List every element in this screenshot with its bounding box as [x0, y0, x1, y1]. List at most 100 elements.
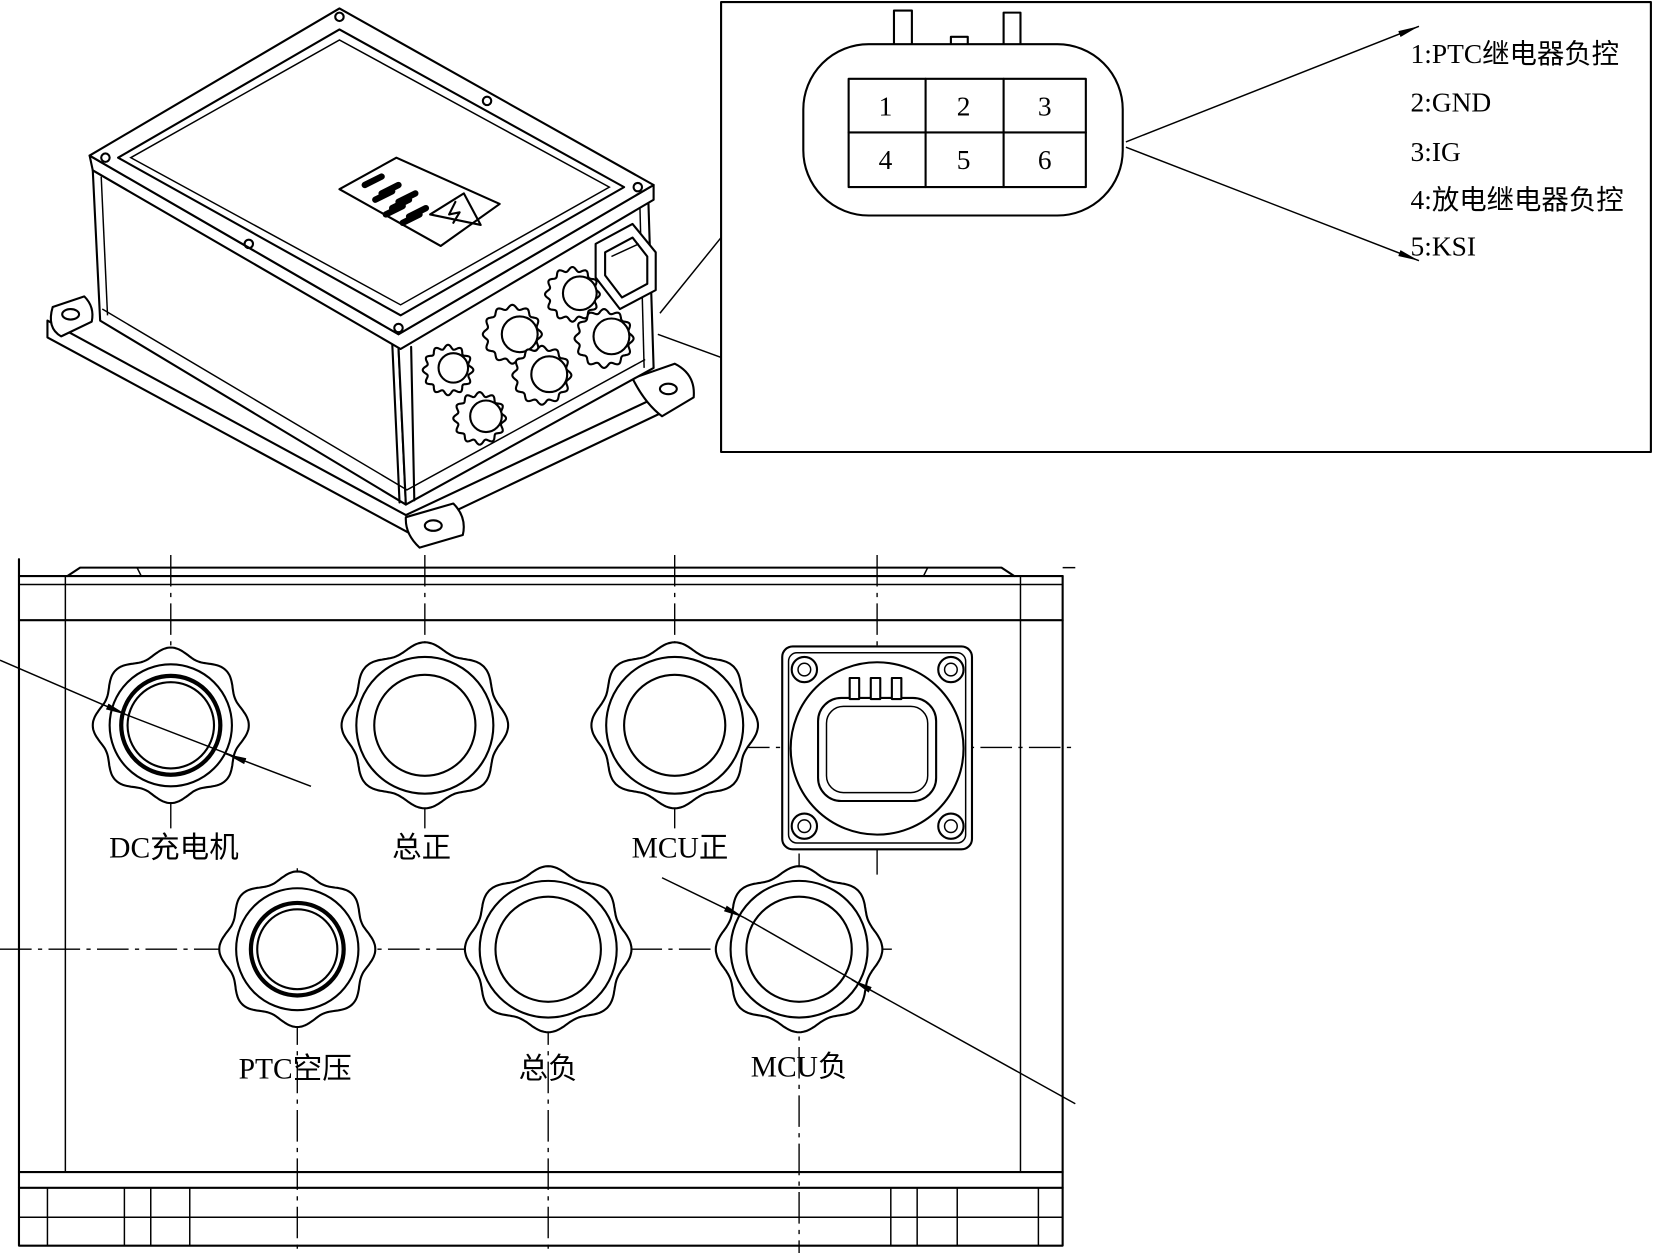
- port-ptc-compressor: [218, 870, 377, 1029]
- lid-screw: [393, 322, 404, 334]
- gland-hole: [494, 895, 602, 1003]
- iso-gland-hole: [469, 399, 503, 434]
- cable-gland-nut: [91, 646, 250, 805]
- iso-signal-connector-housing: [604, 236, 649, 299]
- callout-leader-bottom: [657, 333, 722, 359]
- gland-ring: [478, 879, 618, 1019]
- iso-gland-hole: [592, 317, 631, 356]
- foot-right: [631, 362, 695, 418]
- leader-line: [126, 714, 239, 759]
- leader-line: [851, 979, 1076, 1105]
- lid-screw: [481, 95, 493, 107]
- gland-ring: [235, 887, 360, 1012]
- corner-edge: [410, 345, 416, 502]
- connector-plug: [817, 696, 938, 803]
- connector-callout: 1 2 3 4 5 6 1:PTC继电器负控 2:GND 3:IG 4:放电继电…: [720, 1, 1652, 454]
- gland-hole-inner: [126, 681, 216, 770]
- iso-connectors: [421, 222, 657, 446]
- port-total-positive: [340, 641, 510, 810]
- port-label-dc-charger: DC充电机: [109, 832, 239, 865]
- gland-hole: [119, 673, 223, 777]
- foot-front: [404, 502, 465, 549]
- base-plate-ticks: [46, 1187, 1040, 1246]
- lid-screw: [243, 238, 255, 250]
- foot-hole-front: [423, 519, 443, 532]
- connector-flange-inner: [787, 652, 967, 844]
- port-label-total-negative: 总负: [519, 1053, 578, 1086]
- connector-bore: [789, 661, 965, 836]
- cable-gland-nut: [590, 641, 760, 810]
- gland-ring: [355, 655, 495, 795]
- signal-connector: [781, 645, 974, 851]
- connector-plug-inner: [825, 705, 929, 794]
- foot-hole-left: [61, 307, 81, 321]
- gland-hole: [248, 900, 346, 998]
- port-total-negative: [463, 865, 633, 1034]
- port-dc-charger: [91, 646, 250, 805]
- iso-gland-hole: [500, 315, 539, 354]
- mount-screw-hole: [797, 819, 812, 834]
- lid-profile-tick: [922, 567, 929, 577]
- iso-signal-connector-latch: [611, 243, 640, 258]
- mount-screw: [790, 655, 819, 684]
- pin-function-label: 3:IG: [1411, 137, 1461, 167]
- gland-hole: [623, 673, 727, 777]
- leader-line: [661, 877, 745, 919]
- foot-left: [49, 295, 94, 338]
- bottom-rim: [101, 308, 646, 491]
- cable-gland-nut: [218, 870, 377, 1029]
- leader-line: [0, 659, 127, 716]
- label-bars: [361, 173, 430, 227]
- port-label-mcu-positive: MCU正: [632, 833, 729, 865]
- port-label-mcu-negative: MCU负: [751, 1050, 848, 1083]
- gland-hole: [373, 673, 477, 777]
- connector-pin: [869, 676, 882, 701]
- cable-gland-nut: [340, 641, 510, 810]
- lightning-icon: [448, 200, 461, 224]
- lid-screw: [100, 152, 111, 163]
- pin-function-label: 2:GND: [1411, 87, 1492, 117]
- pin-function-label: 5:KSI: [1411, 231, 1476, 261]
- pin-number: 3: [1038, 92, 1052, 122]
- leader-line: [743, 917, 857, 983]
- port-mcu-positive: [590, 641, 760, 810]
- gland-ring: [108, 663, 233, 788]
- corner-edge: [391, 340, 401, 504]
- iso-gland-hole: [530, 355, 569, 394]
- leader-line: [225, 753, 312, 787]
- pin-function-label: 4:放电继电器负控: [1411, 185, 1624, 215]
- mount-screw: [937, 655, 965, 684]
- gland-hole-inner: [256, 908, 339, 991]
- lid-panel: [117, 28, 626, 317]
- pin-function-arrow: [1125, 146, 1420, 262]
- lid-profile-tick: [136, 567, 142, 577]
- warning-label: [338, 156, 501, 248]
- pin-number: 1: [879, 92, 893, 122]
- callout-leader-top: [659, 237, 722, 314]
- pin-number: 5: [957, 145, 971, 175]
- pin-number: 2: [957, 92, 971, 122]
- cable-gland-nut: [463, 865, 633, 1034]
- front-view: DC充电机 总正 MCU正 PTC空压 总负 MCU负: [0, 555, 1076, 1253]
- gland-ring: [605, 655, 745, 795]
- pin-number: 4: [879, 145, 893, 175]
- section-leader-left: [0, 659, 312, 787]
- lid-screw: [632, 181, 644, 193]
- section-leader-right: [661, 877, 1076, 1105]
- connector-pin: [890, 676, 903, 701]
- mount-screw-hole: [943, 819, 958, 834]
- mount-screw-hole: [943, 662, 958, 677]
- pin-function-label: 1:PTC继电器负控: [1411, 39, 1620, 69]
- foot-hole-right: [658, 382, 678, 396]
- mount-screw: [790, 812, 819, 840]
- port-label-ptc-compressor: PTC空压: [239, 1053, 352, 1086]
- lid-panel-inner: [129, 39, 611, 306]
- lid-screw: [334, 11, 345, 23]
- mount-screw-hole: [797, 662, 812, 677]
- left-face-edge: [100, 176, 109, 316]
- gland-hole: [745, 895, 853, 1003]
- iso-gland-hole: [437, 352, 470, 384]
- gland-ring: [729, 879, 869, 1019]
- port-label-total-positive: 总正: [392, 832, 451, 865]
